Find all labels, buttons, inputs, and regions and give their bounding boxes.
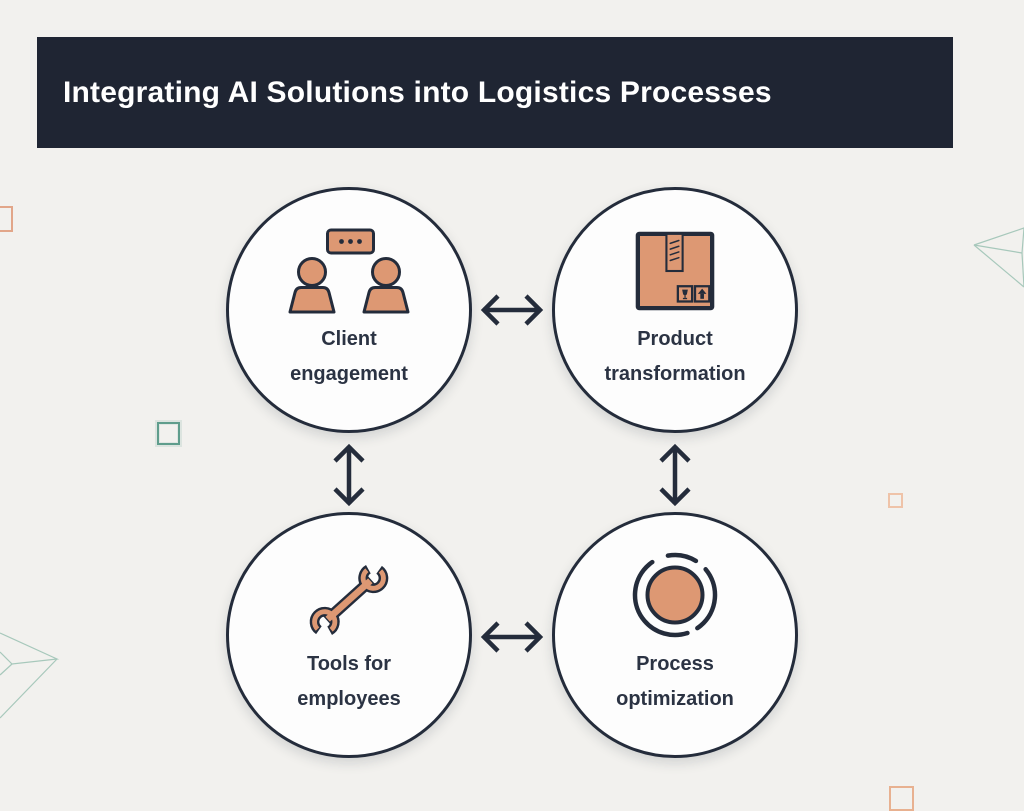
wrench-icon: [309, 565, 389, 635]
deco-teal-square: [157, 422, 180, 445]
double-arrow-client-tools: [333, 443, 365, 507]
deco-orange-square-left: [0, 206, 13, 232]
label-line: Product: [637, 328, 713, 350]
node-label-process-optimization: Process optimization: [555, 647, 795, 717]
deco-wireframe-triangle-right: [973, 227, 1024, 288]
deco-wireframe-triangle-bottom-left: [0, 632, 60, 719]
label-line: employees: [297, 688, 401, 710]
node-product-transformation: Product transformation: [552, 187, 798, 433]
double-arrow-client-product: [480, 294, 544, 326]
people-chat-icon: [288, 228, 410, 314]
node-client-engagement: Client engagement: [226, 187, 472, 433]
double-arrow-product-process: [659, 443, 691, 507]
double-arrow-tools-process: [480, 621, 544, 653]
label-line: transformation: [604, 363, 746, 385]
node-tools-for-employees: Tools for employees: [226, 512, 472, 758]
label-line: Process: [636, 653, 714, 675]
package-box-icon: [635, 231, 715, 311]
label-line: Tools for: [306, 653, 392, 675]
node-label-product-transformation: Product transformation: [555, 322, 795, 392]
label-line: optimization: [616, 688, 734, 710]
label-line: engagement: [290, 363, 408, 385]
target-circles-icon: [632, 552, 718, 638]
deco-orange-square-right: [888, 493, 903, 508]
node-label-client-engagement: Client engagement: [229, 322, 469, 392]
node-label-tools-for-employees: Tools for employees: [229, 647, 469, 717]
node-process-optimization: Process optimization: [552, 512, 798, 758]
label-line: Client: [321, 328, 377, 350]
page-title: Integrating AI Solutions into Logistics …: [63, 75, 772, 109]
title-bar: Integrating AI Solutions into Logistics …: [37, 37, 953, 148]
